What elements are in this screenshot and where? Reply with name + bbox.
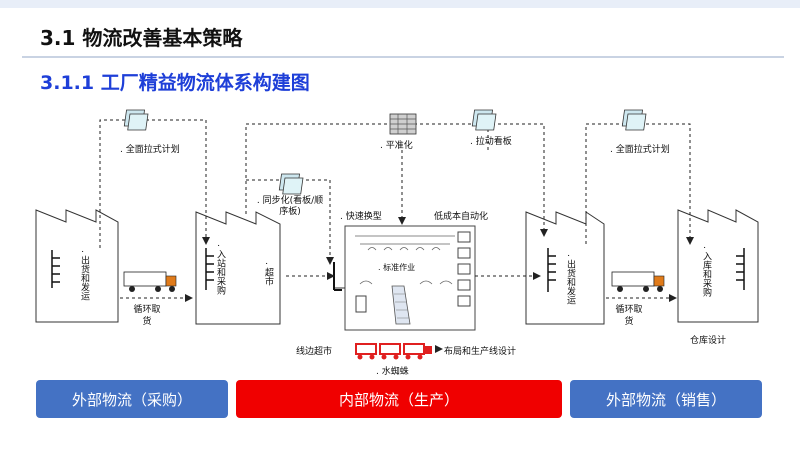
water-spider-label: . 水蜘蛛 xyxy=(376,367,409,377)
plant-ship-label: . 出货和发运 xyxy=(565,254,575,305)
left-plan-label: . 全面拉式计划 xyxy=(120,145,180,155)
layout-design-label: 布局和生产线设计 xyxy=(444,347,517,357)
milk-run-right-label: 循环取货 xyxy=(615,305,643,327)
milk-run-left-label: 循环取货 xyxy=(133,305,161,327)
line-market-label: 线边超市 xyxy=(296,347,333,357)
title-divider xyxy=(22,56,784,58)
page-subtitle: 3.1.1 工厂精益物流体系构建图 xyxy=(40,72,310,94)
truck-icon-left xyxy=(123,271,177,292)
band-external-sales: 外部物流（销售） xyxy=(570,380,762,418)
leveling-box-icon xyxy=(389,113,417,135)
plant-receiving-factory-icon xyxy=(195,211,281,325)
plant-receive-label: . 入站和采购 xyxy=(215,244,225,295)
band-external-procurement: 外部物流（采购） xyxy=(36,380,228,418)
kanban-card-icon xyxy=(471,109,497,131)
kanban-label: . 拉动看板 xyxy=(470,137,512,147)
customer-receive-label: . 入库和采购 xyxy=(701,246,711,297)
supermarket-label: . 超市 xyxy=(263,262,273,286)
warehouse-design-label: 仓库设计 xyxy=(690,336,727,346)
document-stack-icon-right xyxy=(621,109,647,131)
standard-work-label: . 标准作业 xyxy=(378,263,416,272)
sync-label: . 同步化(看板/顺序板) xyxy=(256,196,324,217)
water-spider-train-icon xyxy=(355,343,443,360)
low-cost-auto-label: 低成本自动化 xyxy=(434,212,489,222)
info-flow-lines xyxy=(99,119,694,302)
leveling-label: . 平准化 xyxy=(380,141,413,151)
customer-factory-icon xyxy=(677,209,759,323)
sync-board-icon xyxy=(278,173,304,195)
supplier-ship-label: . 出货和发运 xyxy=(79,250,89,301)
truck-icon-right xyxy=(611,271,665,292)
right-plan-label: . 全面拉式计划 xyxy=(610,145,670,155)
band-internal-production: 内部物流（生产） xyxy=(236,380,562,418)
top-bar xyxy=(0,0,800,8)
production-area xyxy=(286,225,476,331)
page-title: 3.1 物流改善基本策略 xyxy=(40,26,243,50)
supplier-factory-icon xyxy=(35,209,119,323)
quick-change-label: . 快速换型 xyxy=(340,212,382,222)
document-stack-icon xyxy=(123,109,149,131)
